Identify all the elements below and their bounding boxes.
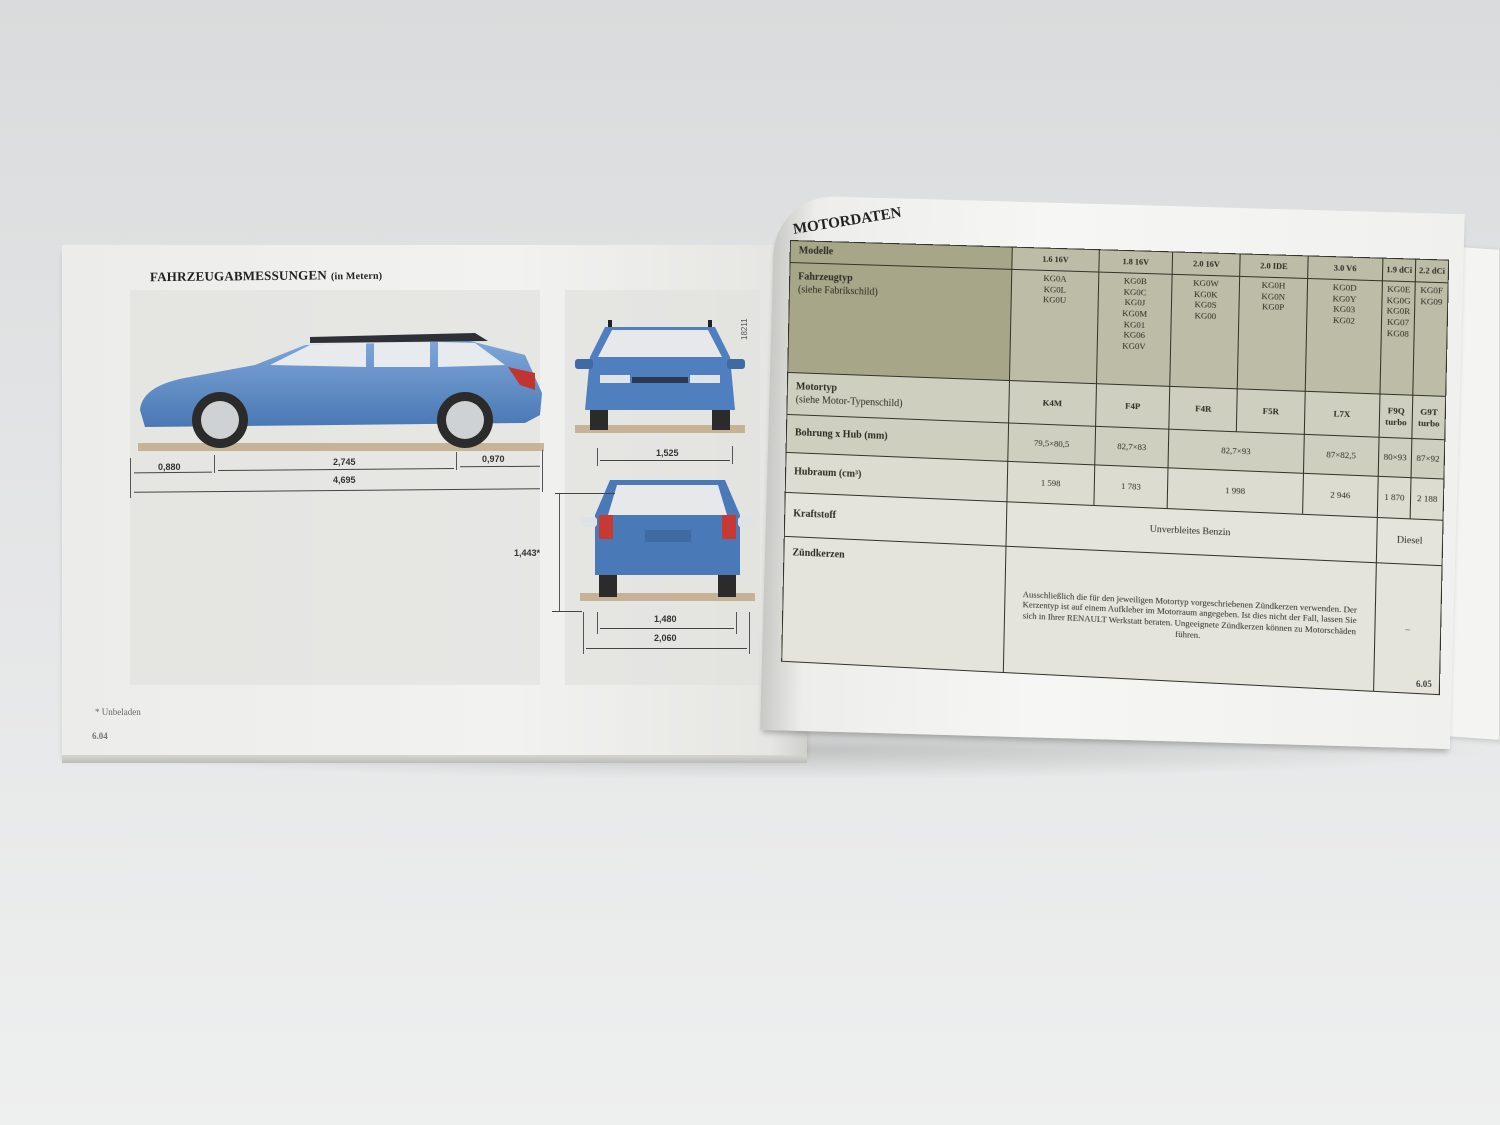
engine-type: G9T turbo [1412,395,1446,440]
row-label: Fahrzeugtyp (siehe Fabrikschild) [787,262,1012,381]
engine-type: K4M [1008,380,1097,427]
bore-stroke-value: 82,7×83 [1094,426,1170,468]
engine-type: F5R [1236,388,1305,435]
row-label-sub: (siehe Motor-Typenschild) [795,393,903,409]
vehicle-type-codes: KG0W KG0K KG0S KG00 [1169,274,1241,389]
dimension-guide [732,446,733,464]
vehicle-type-codes: KG0A KG0L KG0U [1009,269,1099,384]
model-header: 2.0 16V [1172,251,1241,277]
spark-plug-diesel: – [1373,562,1443,695]
car-side-view-illustration [138,333,544,451]
page-number-left: 6.04 [92,731,108,741]
illustration-code: 18211 [740,318,749,340]
car-front-view-illustration [575,320,745,433]
dimension-guide [552,611,582,612]
dimension-guide [214,455,215,473]
bore-stroke-value: 80×93 [1378,437,1413,478]
dimension-guide [597,612,598,634]
dim-total-length: 4,695 [333,475,356,485]
vehicle-type-codes: KG0F KG09 [1413,281,1449,397]
vehicle-type-codes: KG0B KG0C KG0J KG0M KG01 KG06 KG0V [1096,272,1173,387]
displacement-value: 2 946 [1302,473,1379,518]
displacement-value: 1 598 [1006,461,1095,506]
dimension-guide [555,493,615,494]
title-unit: (in Metern) [330,270,383,283]
dimension-line [600,628,734,629]
displacement-value: 1 783 [1093,464,1169,509]
displacement-value: 1 998 [1167,467,1304,515]
dimension-guide [749,612,750,654]
vehicle-type-codes: KG0D KG0Y KG03 KG02 [1304,278,1383,395]
title-text: FAHRZEUGABMESSUNGEN [149,267,327,285]
dim-height: 1,443* [514,548,541,558]
dimension-line [586,648,747,649]
dim-front-track: 1,525 [656,448,679,458]
dimension-guide [130,458,131,498]
car-rear-view-illustration [580,480,755,601]
spark-plug-note: Ausschließlich die für den jeweiligen Mo… [1003,546,1377,692]
displacement-value: 1 870 [1377,476,1412,519]
dim-front-overhang: 0,880 [158,462,181,472]
model-header: 2.0 IDE [1240,253,1308,279]
model-header: 1.8 16V [1098,249,1173,275]
row-label: Zündkerzen [781,536,1006,673]
dimension-line [600,460,730,461]
dimension-guide [597,448,598,466]
dimension-guide [736,612,737,634]
displacement-value: 2 188 [1410,477,1444,521]
engine-data-table: Modelle 1.6 16V 1.8 16V 2.0 16V 2.0 IDE … [781,240,1449,695]
page-number-right: 6.05 [1416,679,1432,689]
model-header: 3.0 V6 [1307,255,1383,281]
footnote: * Unbeladen [95,707,141,717]
bore-stroke-value: 82,7×93 [1168,429,1305,474]
dimension-guide [456,452,457,470]
page-title-dimensions: FAHRZEUGABMESSUNGEN(in Metern) [150,267,382,285]
fuel-diesel: Diesel [1376,517,1444,566]
dim-rear-overhang: 0,970 [482,454,505,464]
row-label-main: Fahrzeugtyp [798,271,853,285]
vehicle-type-codes: KG0H KG0N KG0P [1237,276,1308,392]
dim-rear-track: 1,480 [654,614,677,624]
model-header: 2.2 dCi [1415,259,1449,283]
dim-wheelbase: 2,745 [333,457,356,467]
dimension-line-vertical [559,493,560,611]
dimension-guide [542,450,543,492]
model-header: 1.9 dCi [1382,258,1417,282]
bore-stroke-value: 87×92 [1411,438,1445,479]
row-label-sub: (siehe Fabrikschild) [797,283,878,298]
model-header: 1.6 16V [1011,247,1100,273]
engine-type: F9Q turbo [1379,394,1414,439]
dimension-guide [583,612,584,654]
vehicle-type-codes: KG0E KG0G KG0R KG07 KG08 [1380,280,1416,396]
engine-type: F4R [1169,386,1238,432]
dim-overall-width: 2,060 [654,633,677,643]
bore-stroke-value: 79,5×80,5 [1007,422,1096,465]
engine-type: L7X [1304,391,1381,438]
engine-data-table-container: Modelle 1.6 16V 1.8 16V 2.0 16V 2.0 IDE … [781,240,1449,714]
bore-stroke-value: 87×82,5 [1303,434,1380,477]
row-label-main: Motortyp [795,381,838,394]
engine-type: F4P [1095,383,1170,430]
